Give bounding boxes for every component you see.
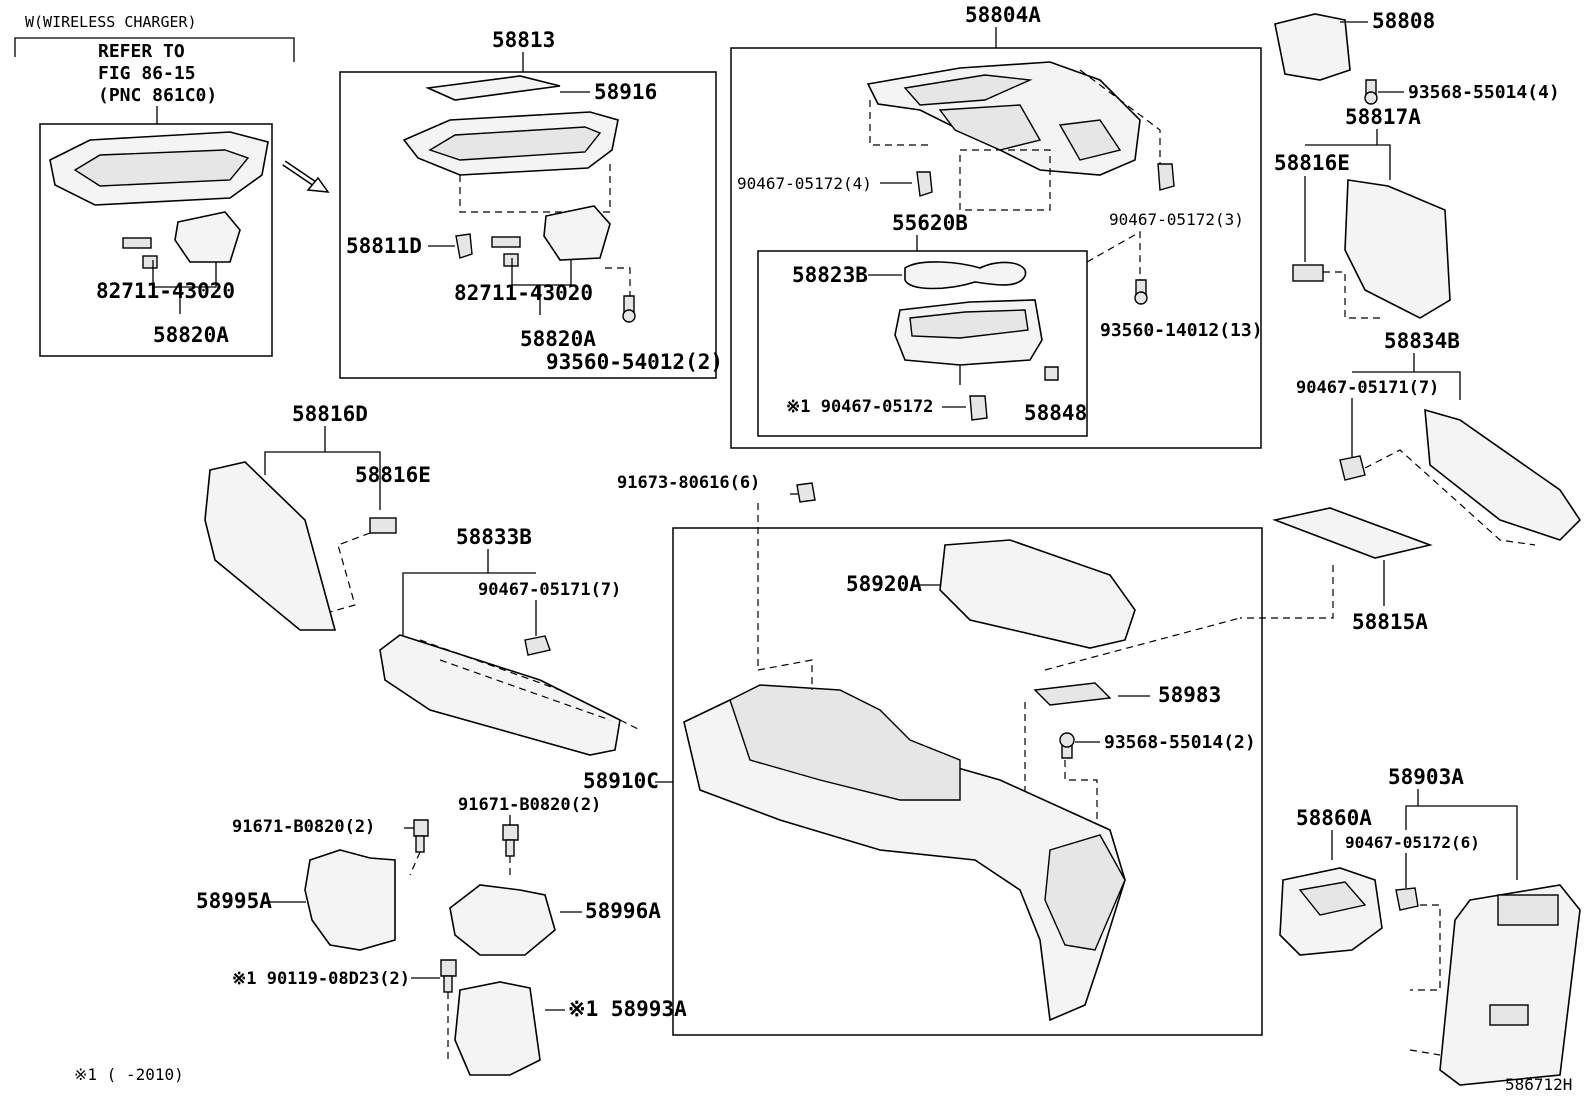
bracket-58995A-part <box>304 849 396 951</box>
part-58823B[interactable]: 58823B <box>792 263 868 287</box>
part-58811D[interactable]: 58811D <box>346 234 422 258</box>
part-93568-55014-2[interactable]: 93568-55014(2) <box>1104 732 1256 753</box>
shift-boot-part <box>1274 13 1351 81</box>
part-90467-05172-4[interactable]: 90467-05172(4) <box>737 174 872 193</box>
pnc-reference: (PNC 861C0) <box>98 85 217 106</box>
bracket-58996A-part <box>449 884 556 956</box>
fig-reference[interactable]: FIG 86-15 <box>98 63 196 84</box>
garnish-58833B-part <box>379 634 621 756</box>
rear-vent-group: 58903A 58860A 90467-05172(6) <box>1279 765 1581 1086</box>
part-58993A[interactable]: ※1 58993A <box>568 997 687 1021</box>
footer-note: ※1 ( -2010) <box>74 1065 184 1084</box>
part-90119-08D23[interactable]: ※1 90119-08D23(2) <box>232 969 410 989</box>
charger-module-part <box>174 211 241 263</box>
side-trim-58816D-part <box>204 461 337 631</box>
wireless-charger-label: W(WIRELESS CHARGER) <box>25 13 197 31</box>
mat-58815A-part <box>1272 507 1433 559</box>
part-90467-05171-7-mid[interactable]: 90467-05171(7) <box>478 580 621 600</box>
part-58833B[interactable]: 58833B <box>456 525 532 549</box>
part-90467-05172-note[interactable]: ※1 90467-05172 <box>786 397 933 417</box>
mat-58823B-part <box>904 261 1027 290</box>
part-58816E-left[interactable]: 58816E <box>355 463 431 487</box>
part-91671-mid[interactable]: 91671-B0820(2) <box>458 795 601 815</box>
part-58834B[interactable]: 58834B <box>1384 329 1460 353</box>
wireless-charger-group: W(WIRELESS CHARGER) REFER TO FIG 86-15 (… <box>14 13 295 357</box>
shift-panel-group: 58804A 90467-05172(4) 90467-05172(3) 556… <box>730 3 1263 449</box>
pad-58916-part <box>425 75 561 101</box>
garnish-group: 58833B 90467-05171(7) <box>379 525 641 756</box>
part-58995A[interactable]: 58995A <box>196 889 272 913</box>
part-90467-05172-6[interactable]: 90467-05172(6) <box>1345 833 1480 852</box>
clip-58816E-part <box>1292 264 1324 282</box>
armrest-58920A-part <box>939 539 1136 649</box>
bracket-58993A-part <box>454 981 541 1076</box>
part-58815A[interactable]: 58815A <box>1352 610 1428 634</box>
side-trim-left-group: 58816D 58816E <box>204 402 431 631</box>
part-58816D[interactable]: 58816D <box>292 402 368 426</box>
clip-58811D-part <box>455 233 473 259</box>
part-58808[interactable]: 58808 <box>1372 9 1435 33</box>
part-93568-55014-4[interactable]: 93568-55014(4) <box>1408 82 1560 103</box>
part-58910C[interactable]: 58910C <box>583 769 659 793</box>
part-58920A[interactable]: 58920A <box>846 572 922 596</box>
rear-panel-58903A-part <box>1439 884 1581 1086</box>
arrow-icon <box>282 160 330 193</box>
part-90467-05171-7-right[interactable]: 90467-05171(7) <box>1296 378 1439 398</box>
part-91671-left[interactable]: 91671-B0820(2) <box>232 817 375 837</box>
part-58820A-a[interactable]: 58820A <box>153 323 229 347</box>
part-93560-14012[interactable]: 93560-14012(13) <box>1100 320 1263 341</box>
part-58820A-b[interactable]: 58820A <box>520 327 596 351</box>
console-box-group: 91673-80616(6) 58920A 58983 93568-55014(… <box>583 473 1263 1036</box>
part-58804A[interactable]: 58804A <box>965 3 1041 27</box>
clip-58816E-left-part <box>369 517 397 534</box>
part-58996A[interactable]: 58996A <box>585 899 661 923</box>
part-82711-a[interactable]: 82711-43020 <box>96 279 235 303</box>
charger-module-part-b <box>543 205 611 261</box>
rear-panel-58834B-part <box>1424 408 1582 541</box>
part-58813[interactable]: 58813 <box>492 28 555 52</box>
shift-boot-group: 58808 93568-55014(4) 58817A 58816E <box>1274 9 1560 319</box>
part-58848[interactable]: 58848 <box>1024 401 1087 425</box>
side-panel-58817A-part <box>1344 179 1451 319</box>
upper-panel-box <box>339 71 717 379</box>
part-58816E-top[interactable]: 58816E <box>1274 151 1350 175</box>
diagram-id: 586712H <box>1505 1075 1572 1094</box>
wireless-charger-box <box>39 123 273 357</box>
part-82711-b[interactable]: 82711-43020 <box>454 281 593 305</box>
upper-panel-group: 58813 58916 58811D 82711-43020 58820A 93… <box>339 28 723 379</box>
pad-58983-part <box>1033 682 1112 706</box>
part-55620B[interactable]: 55620B <box>892 211 968 235</box>
rear-panel-group: 58834B 90467-05171(7) 58815A <box>1240 329 1582 634</box>
part-90467-05172-3[interactable]: 90467-05172(3) <box>1109 210 1244 229</box>
part-58903A[interactable]: 58903A <box>1388 765 1464 789</box>
part-58983[interactable]: 58983 <box>1158 683 1221 707</box>
part-58916[interactable]: 58916 <box>594 80 657 104</box>
shift-panel-box <box>730 47 1262 449</box>
brackets-group: 91671-B0820(2) 58995A 91671-B0820(2) 589… <box>196 795 687 1076</box>
part-58817A[interactable]: 58817A <box>1345 105 1421 129</box>
part-58860A[interactable]: 58860A <box>1296 806 1372 830</box>
part-91673-80616[interactable]: 91673-80616(6) <box>617 473 760 493</box>
part-93560-54012[interactable]: 93560-54012(2) <box>546 350 723 374</box>
refer-to-label: REFER TO <box>98 41 185 62</box>
cup-holder-box <box>757 250 1088 437</box>
